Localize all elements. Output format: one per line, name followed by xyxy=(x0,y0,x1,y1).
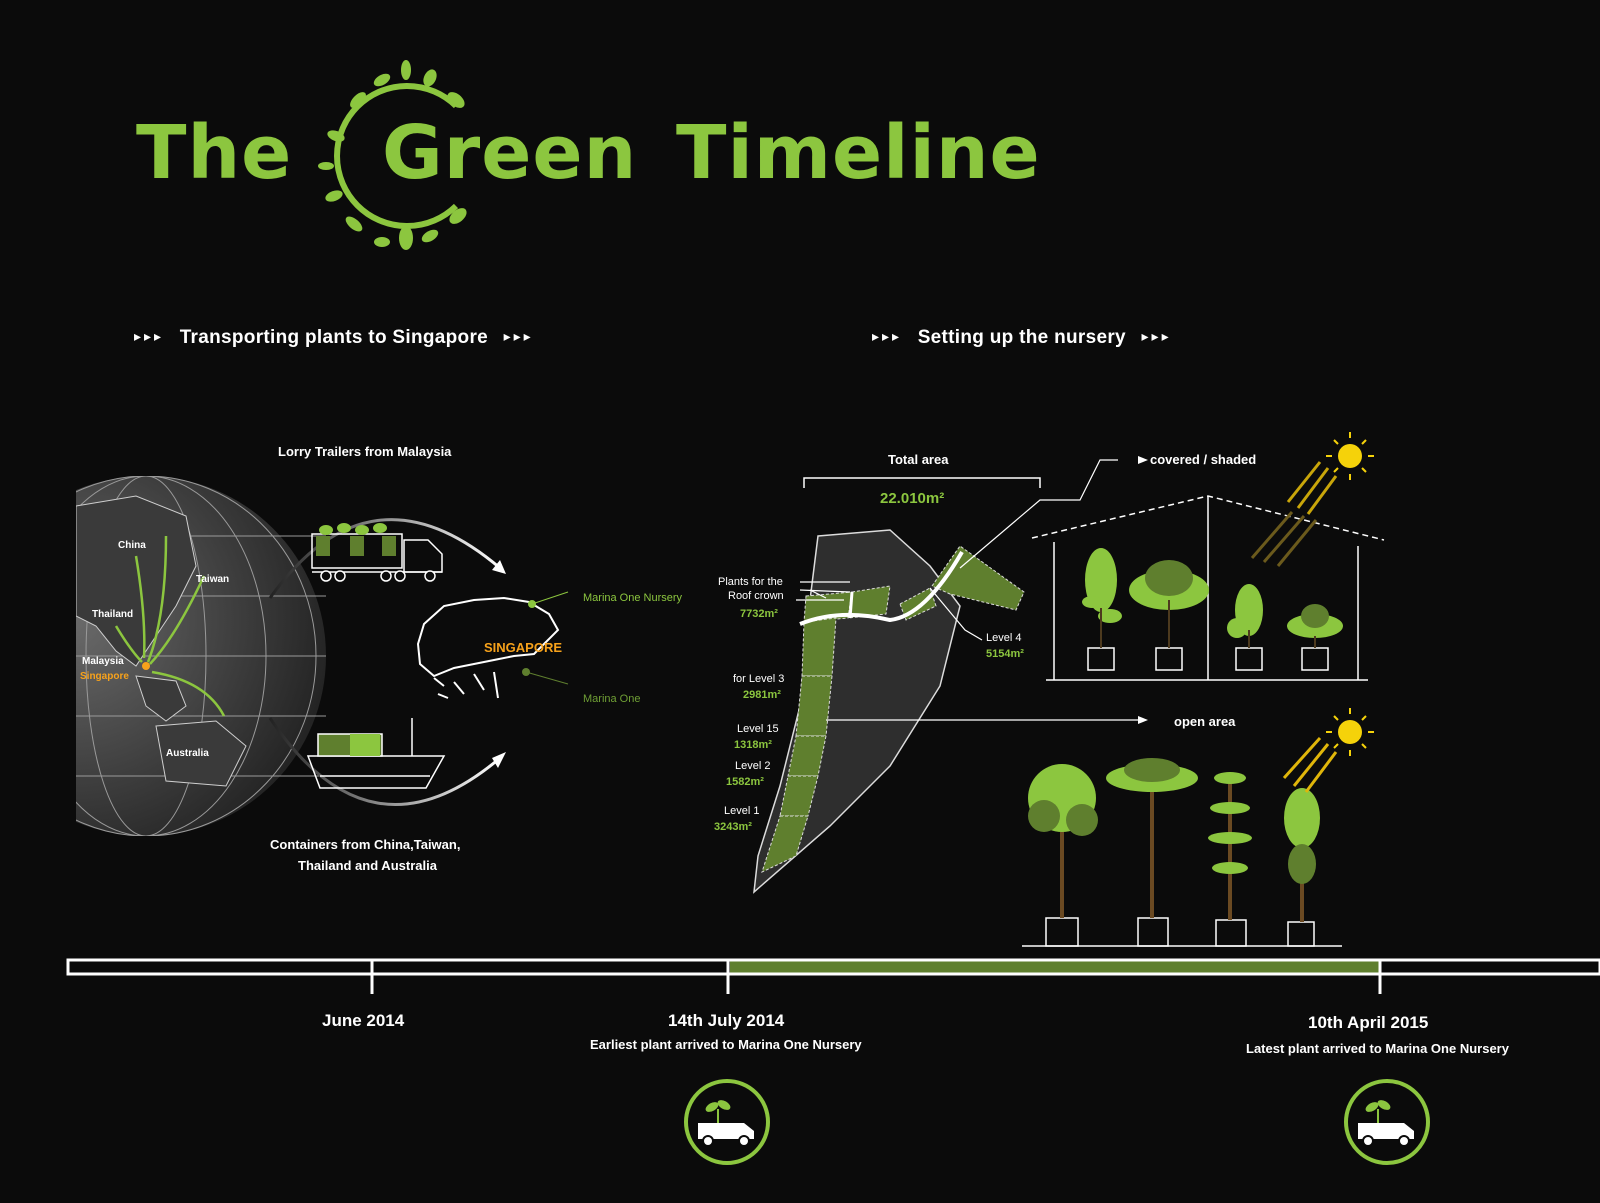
total-area-bracket xyxy=(803,477,1041,488)
section-heading-transport: ▸▸▸ Transporting plants to Singapore ▸▸▸ xyxy=(134,327,534,349)
truck-plant-icon xyxy=(684,1079,770,1165)
zone-level15-value: 1318m² xyxy=(734,739,772,751)
milestone-april-2015-caption: Latest plant arrived to Marina One Nurse… xyxy=(1246,1041,1509,1056)
covered-shelter-illustration xyxy=(1031,495,1385,681)
milestone-april-2015-date: 10th April 2015 xyxy=(1308,1013,1429,1032)
zone-level15-label: Level 15 xyxy=(737,723,779,735)
singapore-map-label: SINGAPORE xyxy=(484,640,563,655)
sun-icon xyxy=(1282,708,1374,793)
section-arrows-right: ▸▸▸ xyxy=(503,328,534,344)
section-heading-transport-text: Transporting plants to Singapore xyxy=(179,327,489,348)
section-arrows-left: ▸▸▸ xyxy=(134,328,165,344)
transport-arc-arrows xyxy=(268,518,506,806)
singapore-map xyxy=(416,591,569,699)
zone-level4-value: 5154m² xyxy=(986,648,1024,660)
lorry-label: Lorry Trailers from Malaysia xyxy=(278,444,452,459)
milestone-june-2014-date: June 2014 xyxy=(322,1011,405,1030)
section-heading-nursery: ▸▸▸ Setting up the nursery ▸▸▸ xyxy=(872,327,1172,349)
globe-map xyxy=(76,476,326,836)
section-arrows-right: ▸▸▸ xyxy=(1141,328,1172,344)
title-word-timeline: Timeline xyxy=(676,110,1041,196)
nursery-leader-lines xyxy=(796,456,1148,724)
globe-label-malaysia: Malaysia xyxy=(82,656,124,667)
globe-label-thailand: Thailand xyxy=(92,609,134,620)
zone-roof-crown-label-2: Roof crown xyxy=(728,590,784,602)
zone-roof-crown-value: 7732m² xyxy=(740,608,778,620)
zone-level3-label: for Level 3 xyxy=(733,673,785,685)
section-arrows-left: ▸▸▸ xyxy=(872,328,903,344)
timeline-bar xyxy=(66,958,1600,994)
globe-label-singapore: Singapore xyxy=(80,671,129,682)
zone-level1-label: Level 1 xyxy=(724,805,760,817)
globe-label-australia: Australia xyxy=(166,748,209,759)
zone-level3-value: 2981m² xyxy=(743,689,781,701)
zone-level2-value: 1582m² xyxy=(726,776,764,788)
sun-icon xyxy=(1250,432,1374,567)
open-area-illustration xyxy=(1022,758,1342,947)
globe-label-china: China xyxy=(118,540,146,551)
title-word-the: The xyxy=(136,110,293,196)
containers-label-line2: Thailand and Australia xyxy=(298,858,437,873)
marina-one-nursery-label: Marina One Nursery xyxy=(583,592,683,604)
open-area-label: open area xyxy=(1174,714,1236,729)
cargo-ship-icon xyxy=(306,718,446,789)
total-area-label: Total area xyxy=(888,452,949,467)
globe-label-taiwan: Taiwan xyxy=(196,574,230,585)
nursery-site-plan xyxy=(753,529,1025,894)
title-word-green: Green xyxy=(382,110,638,196)
milestone-july-2014-date: 14th July 2014 xyxy=(668,1011,785,1030)
covered-area-label: covered / shaded xyxy=(1150,452,1257,467)
zone-level1-value: 3243m² xyxy=(714,821,752,833)
milestone-july-2014-caption: Earliest plant arrived to Marina One Nur… xyxy=(590,1037,862,1052)
marina-one-label: Marina One xyxy=(583,693,641,705)
zone-roof-crown-label-1: Plants for the xyxy=(718,576,783,588)
section-heading-nursery-text: Setting up the nursery xyxy=(917,327,1126,348)
zone-level4-label: Level 4 xyxy=(986,632,1022,644)
containers-label-line1: Containers from China,Taiwan, xyxy=(270,837,461,852)
zone-level2-label: Level 2 xyxy=(735,760,771,772)
truck-plant-icon xyxy=(1344,1079,1430,1165)
leaf-wreath-icon xyxy=(318,60,467,250)
total-area-value: 22.010m² xyxy=(880,490,945,507)
lorry-truck-icon xyxy=(311,523,443,582)
